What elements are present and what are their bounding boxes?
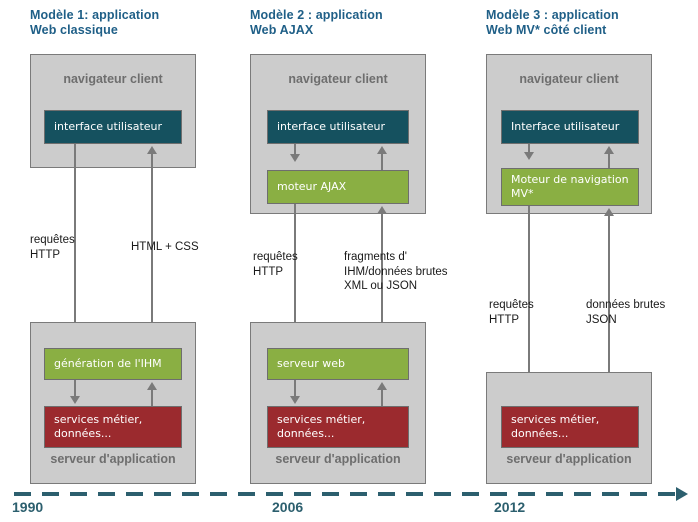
connector-server-up-2 xyxy=(381,388,383,406)
server-box-1-1: services métier, données... xyxy=(44,406,182,448)
connector-response-2 xyxy=(381,212,383,362)
client-box-1-0: interface utilisateur xyxy=(44,110,182,144)
connector-request-1 xyxy=(74,144,76,362)
arrowhead-response-2 xyxy=(377,206,387,214)
client-box-3-1: Moteur de navigation MV* xyxy=(501,168,639,206)
connector-ui-to-mv-3 xyxy=(528,144,530,154)
arrowhead-response-1 xyxy=(147,146,157,154)
column-title-2: Modèle 2 : application Web AJAX xyxy=(250,8,383,37)
flow-label-3-1: données brutes JSON xyxy=(586,299,666,326)
arrowhead-ui-to-mv-3 xyxy=(524,152,534,160)
client-panel-label-3: navigateur client xyxy=(519,72,619,86)
connector-ui-to-ajax-2 xyxy=(294,144,296,156)
server-panel-label-1: serveur d'application xyxy=(50,452,176,466)
arrowhead-server-down-1 xyxy=(70,396,80,404)
server-panel-label-2: serveur d'application xyxy=(275,452,401,466)
flow-label-1-1: HTML + CSS xyxy=(131,241,199,253)
connector-ajax-to-ui-2 xyxy=(381,152,383,170)
connector-response-3 xyxy=(608,214,610,412)
connector-response-1 xyxy=(151,152,153,362)
connector-request-2 xyxy=(294,204,296,362)
timeline-year-2006: 2006 xyxy=(272,499,304,515)
server-panel-2: serveur d'application xyxy=(250,322,426,484)
server-box-3-0: services métier, données... xyxy=(501,406,639,448)
client-box-2-1: moteur AJAX xyxy=(267,170,409,204)
server-box-1-0: génération de l'IHM xyxy=(44,348,182,380)
timeline-axis xyxy=(14,492,678,496)
timeline-year-1990: 1990 xyxy=(12,499,44,515)
connector-server-up-1 xyxy=(151,388,153,406)
flow-label-2-0: requêtes HTTP xyxy=(253,251,298,278)
flow-label-1-0: requêtes HTTP xyxy=(30,234,75,261)
arrowhead-server-down-2 xyxy=(290,396,300,404)
client-box-2-0: interface utilisateur xyxy=(267,110,409,144)
arrowhead-mv-to-ui-3 xyxy=(604,146,614,154)
client-box-3-0: Interface utilisateur xyxy=(501,110,639,144)
column-title-3: Modèle 3 : application Web MV* côté clie… xyxy=(486,8,619,37)
client-panel-label-1: navigateur client xyxy=(63,72,163,86)
server-panel-label-3: serveur d'application xyxy=(506,452,632,466)
server-panel-1: serveur d'application xyxy=(30,322,196,484)
arrowhead-server-up-2 xyxy=(377,382,387,390)
arrowhead-server-up-1 xyxy=(147,382,157,390)
arrowhead-ajax-to-ui-2 xyxy=(377,146,387,154)
server-box-2-0: serveur web xyxy=(267,348,409,380)
timeline-year-2012: 2012 xyxy=(494,499,526,515)
connector-request-3 xyxy=(528,206,530,412)
client-panel-label-2: navigateur client xyxy=(288,72,388,86)
flow-label-2-1: fragments d' IHM/données brutes XML ou J… xyxy=(344,251,448,292)
connector-mv-to-ui-3 xyxy=(608,152,610,168)
column-title-1: Modèle 1: application Web classique xyxy=(30,8,160,37)
connector-server-down-2 xyxy=(294,380,296,398)
arrowhead-ui-to-ajax-2 xyxy=(290,154,300,162)
arrowhead-response-3 xyxy=(604,208,614,216)
timeline-arrowhead-icon xyxy=(676,487,688,501)
flow-label-3-0: requêtes HTTP xyxy=(489,299,534,326)
connector-server-down-1 xyxy=(74,380,76,398)
server-box-2-1: services métier, données... xyxy=(267,406,409,448)
